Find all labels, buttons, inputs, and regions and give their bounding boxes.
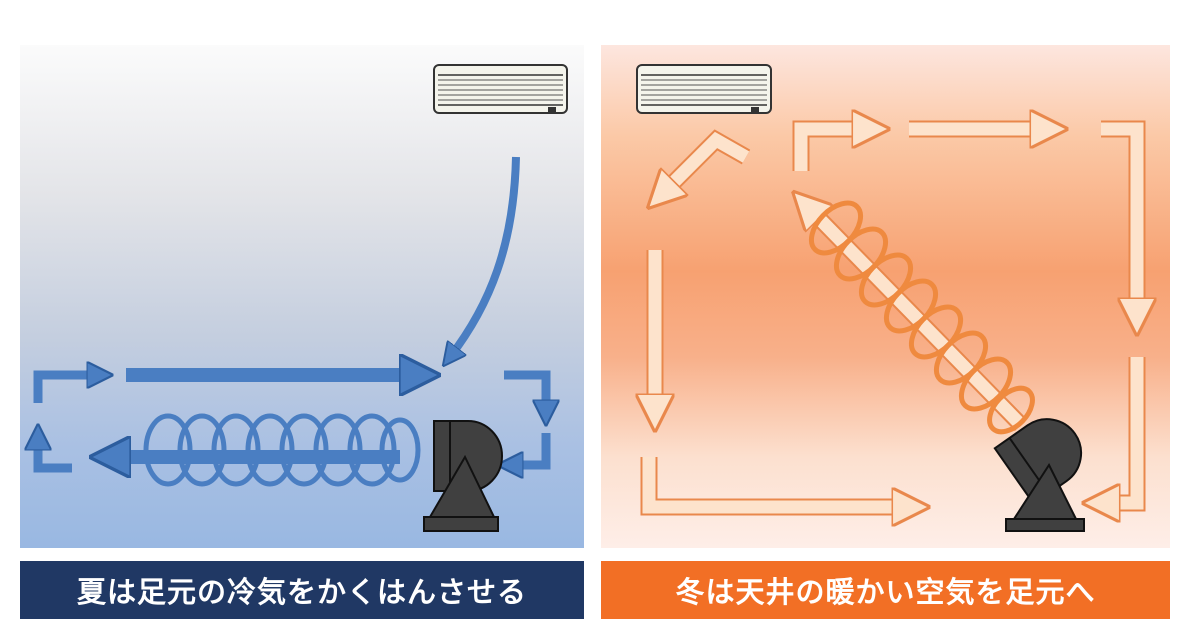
summer-diagram	[20, 64, 568, 532]
warm-air-updraft	[806, 205, 1028, 431]
winter-panel	[601, 45, 1170, 548]
swirl-coil	[808, 200, 1035, 435]
circulator-fan-icon	[423, 420, 503, 532]
air-conditioner-icon	[433, 64, 568, 114]
flow-arrow-left-upper	[33, 375, 100, 403]
circulator-fan-icon	[993, 418, 1085, 532]
summer-panel	[20, 45, 584, 548]
winter-caption: 冬は天井の暖かい空気を足元へ	[601, 561, 1170, 619]
swirl-coil	[143, 413, 421, 487]
summer-caption: 夏は足元の冷気をかくはんさせる	[20, 561, 584, 619]
winter-diagram	[601, 64, 1170, 532]
air-conditioner-icon	[636, 64, 772, 114]
cold-air-arrow	[450, 156, 520, 357]
flow-arrow-right-lower	[510, 433, 551, 465]
flow-arrow-right-upper	[504, 370, 546, 413]
flow-arrow-left-lower	[38, 437, 72, 473]
warm-air-arrows	[649, 129, 1137, 507]
